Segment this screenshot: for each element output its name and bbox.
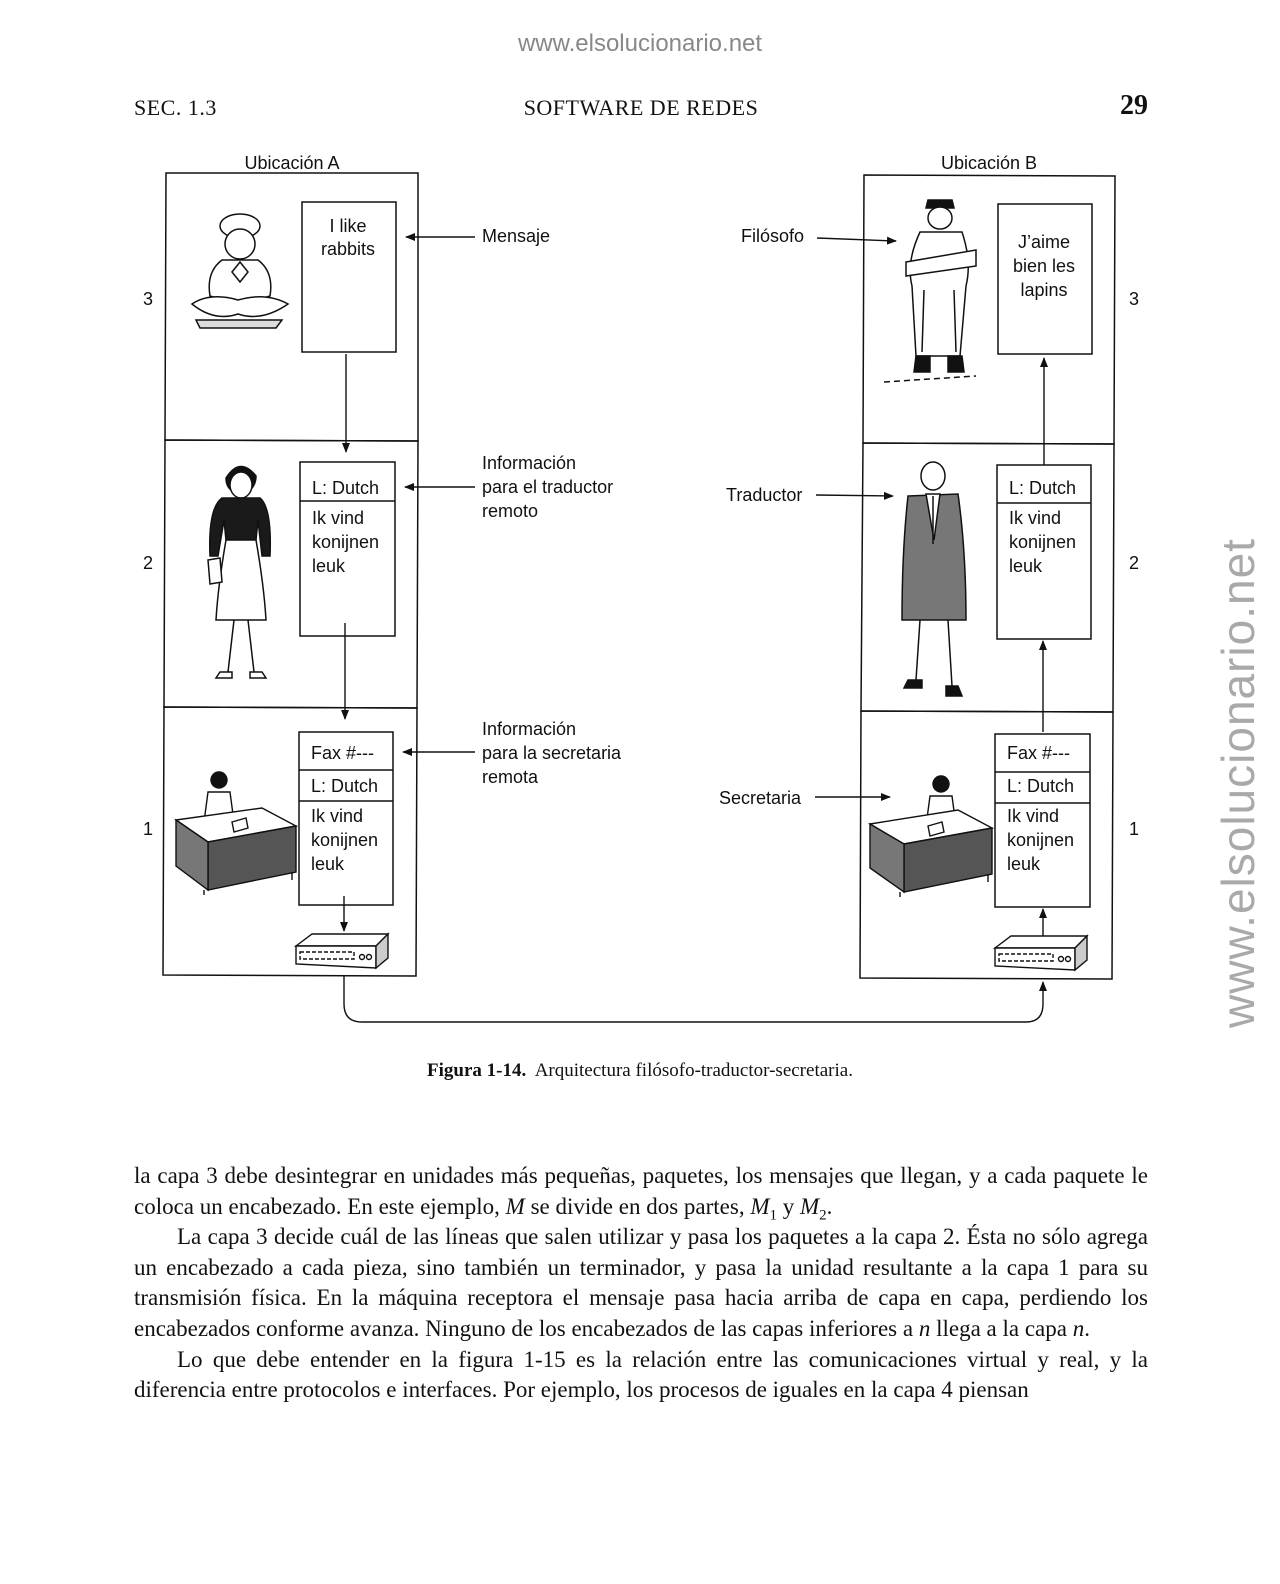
b1-lang: L: Dutch xyxy=(1007,776,1074,796)
paragraph-2: La capa 3 decide cuál de las líneas que … xyxy=(134,1222,1148,1344)
p1-var-m1: M xyxy=(750,1193,770,1219)
layer-number-a3: 3 xyxy=(143,289,153,309)
paragraph-1: la capa 3 debe desintegrar en unidades m… xyxy=(134,1161,1148,1224)
philosopher-a-illustration xyxy=(190,213,290,329)
layer-number-b3: 3 xyxy=(1129,289,1139,309)
stack-b-layer1 xyxy=(859,710,1114,980)
b1-body-line3: leuk xyxy=(1007,854,1041,874)
p2-var-n2: n xyxy=(1072,1315,1085,1341)
a3-message-line1: I like xyxy=(329,216,366,236)
section-label: SEC. 1.3 xyxy=(134,95,217,120)
stack-b xyxy=(859,174,1116,980)
label-info-secretaria-1: Información xyxy=(482,719,576,739)
label-mensaje: Mensaje xyxy=(482,226,550,246)
p2-text-b: llega a la capa xyxy=(930,1315,1073,1341)
layer-number-b2: 2 xyxy=(1129,553,1139,573)
layer-number-a1: 1 xyxy=(143,819,153,839)
b3-message-line2: bien les xyxy=(1013,256,1075,276)
p1-sub-1: 1 xyxy=(769,1207,778,1224)
a2-body-line3: leuk xyxy=(312,556,346,576)
watermark-top: www.elsolucionario.net xyxy=(517,30,763,57)
stack-a-layer2 xyxy=(163,439,419,709)
b3-message-line3: lapins xyxy=(1020,280,1067,300)
label-info-traductor-1: Información xyxy=(482,453,576,473)
p1-var-m2: M xyxy=(800,1193,820,1219)
b1-body-line2: konijnen xyxy=(1007,830,1074,850)
label-filosofo: Filósofo xyxy=(741,226,804,246)
arrow-traductor xyxy=(815,491,894,500)
caption-label: Figura 1-14. xyxy=(427,1060,527,1081)
label-info-traductor-3: remoto xyxy=(482,501,538,521)
b2-body-line2: konijnen xyxy=(1009,532,1076,552)
message-box-b3 xyxy=(997,203,1093,355)
stack-a xyxy=(162,172,419,977)
label-secretaria: Secretaria xyxy=(719,788,802,808)
fax-machine-a-icon xyxy=(293,932,390,970)
secretary-a-illustration xyxy=(174,771,299,895)
philosopher-b-illustration xyxy=(883,199,977,383)
a2-body-line1: Ik vind xyxy=(312,508,364,528)
stack-b-layer2 xyxy=(860,442,1115,713)
page-number: 29 xyxy=(1120,90,1148,121)
message-box-b1 xyxy=(994,733,1091,908)
translator-b-illustration xyxy=(901,461,967,697)
figure-caption: Figura 1-14. Arquitectura filósofo-tradu… xyxy=(0,1060,1280,1082)
architecture-figure: Ubicación A Ubicación B 3 2 1 3 2 1 I li… xyxy=(143,153,1139,1023)
b2-body-line3: leuk xyxy=(1009,556,1043,576)
p1-text-b: se divide en dos partes, xyxy=(524,1193,751,1219)
caption-text: Arquitectura filósofo-traductor-secretar… xyxy=(534,1060,853,1081)
layer-number-a2: 2 xyxy=(143,553,153,573)
label-info-secretaria-2: para la secretaria xyxy=(482,743,622,763)
p2-var-n1: n xyxy=(918,1315,931,1341)
page-header: SEC. 1.3 SOFTWARE DE REDES 29 xyxy=(134,90,1148,126)
p1-var-m: M xyxy=(505,1193,525,1219)
p2-end: . xyxy=(1084,1315,1090,1341)
b1-fax: Fax #--- xyxy=(1007,743,1070,763)
fax-machine-b-icon xyxy=(992,934,1089,972)
label-info-traductor-2: para el traductor xyxy=(482,477,613,497)
a1-body-line2: konijnen xyxy=(311,830,378,850)
layer-number-b1: 1 xyxy=(1129,819,1139,839)
p2-text-a: La capa 3 decide cuál de las líneas que … xyxy=(134,1224,1148,1341)
b2-header: L: Dutch xyxy=(1009,478,1076,498)
transmission-line xyxy=(343,976,1047,1023)
message-box-a3 xyxy=(301,201,397,353)
stack-b-layer3 xyxy=(862,174,1116,445)
stack-a-layer1 xyxy=(162,706,418,977)
arrow-filosofo xyxy=(816,236,897,245)
a2-body-line2: konijnen xyxy=(312,532,379,552)
p1-text-a: la capa 3 debe desintegrar en unidades m… xyxy=(134,1163,1148,1219)
message-box-a1 xyxy=(298,731,394,906)
p1-end: . xyxy=(826,1193,833,1219)
b2-body-line1: Ik vind xyxy=(1009,508,1061,528)
a2-header: L: Dutch xyxy=(312,478,379,498)
location-b-title: Ubicación B xyxy=(941,153,1037,173)
translator-a-illustration xyxy=(207,465,272,679)
label-info-secretaria-3: remota xyxy=(482,767,539,787)
a1-fax: Fax #--- xyxy=(311,743,374,763)
a3-message-line2: rabbits xyxy=(321,239,375,259)
body-text: la capa 3 debe desintegrar en unidades m… xyxy=(134,1161,1148,1406)
paragraph-3: Lo que debe entender en la figura 1-15 e… xyxy=(134,1346,1148,1403)
p1-text-y: y xyxy=(777,1193,800,1219)
p1-sub-2: 2 xyxy=(819,1207,827,1224)
b1-body-line1: Ik vind xyxy=(1007,806,1059,826)
a1-body-line1: Ik vind xyxy=(311,806,363,826)
label-traductor: Traductor xyxy=(726,485,802,505)
message-box-b2 xyxy=(996,464,1092,640)
b3-message-line1: J’aime xyxy=(1018,232,1070,252)
message-box-a2 xyxy=(299,461,396,637)
a1-body-line3: leuk xyxy=(311,854,345,874)
a1-lang: L: Dutch xyxy=(311,776,378,796)
secretary-b-illustration xyxy=(867,775,995,897)
running-title: SOFTWARE DE REDES xyxy=(523,95,759,120)
location-a-title: Ubicación A xyxy=(244,153,339,173)
